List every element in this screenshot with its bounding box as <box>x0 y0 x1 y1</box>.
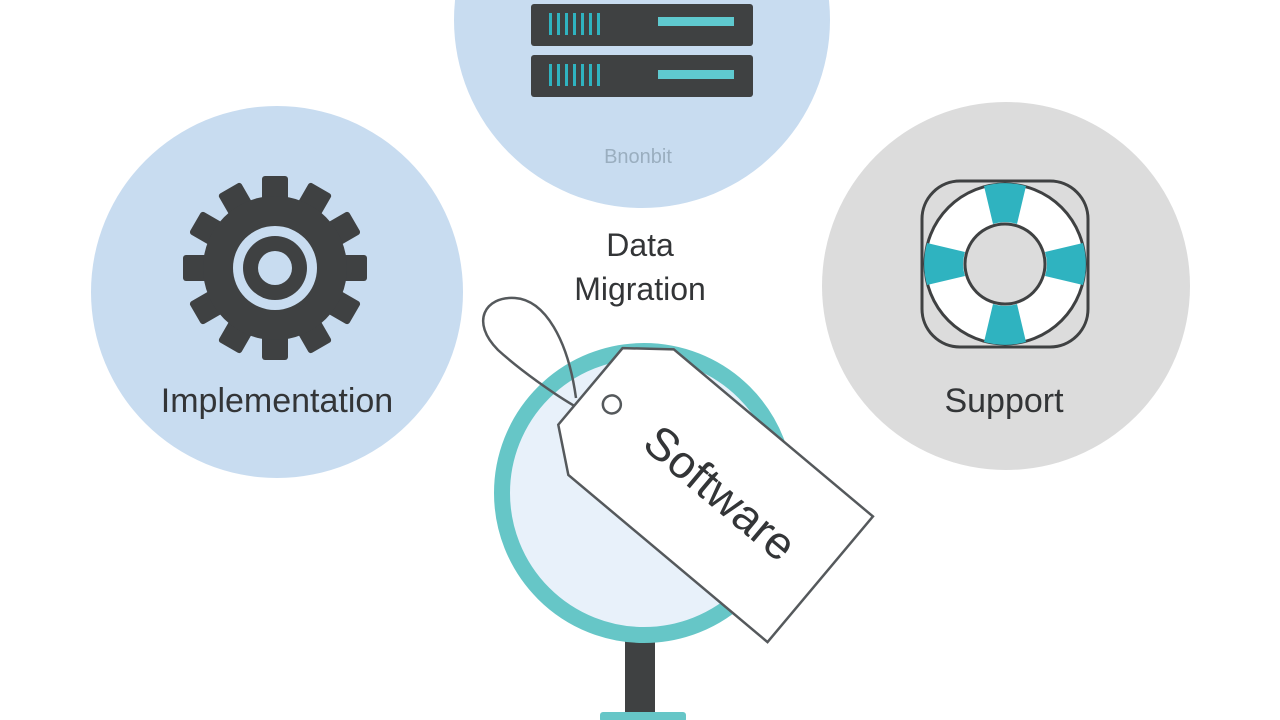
implementation-node: Implementation <box>91 106 463 478</box>
server-icon <box>531 4 753 97</box>
implementation-label: Implementation <box>161 382 393 420</box>
lifebuoy-icon <box>920 179 1090 349</box>
data-migration-node: Bnonbit Data Migration <box>454 0 830 307</box>
support-label: Support <box>944 382 1064 420</box>
support-node: Support <box>822 102 1190 470</box>
software-node: Software <box>482 296 875 720</box>
data-migration-circle <box>454 0 830 208</box>
gear-icon <box>183 176 367 360</box>
tag-string <box>482 296 579 410</box>
magnifier-handle <box>625 640 655 720</box>
data-migration-label-line2: Migration <box>574 271 706 307</box>
software-tag: Software <box>556 346 875 644</box>
data-migration-caption: Bnonbit <box>604 146 672 168</box>
data-migration-label-line1: Data <box>606 227 674 263</box>
